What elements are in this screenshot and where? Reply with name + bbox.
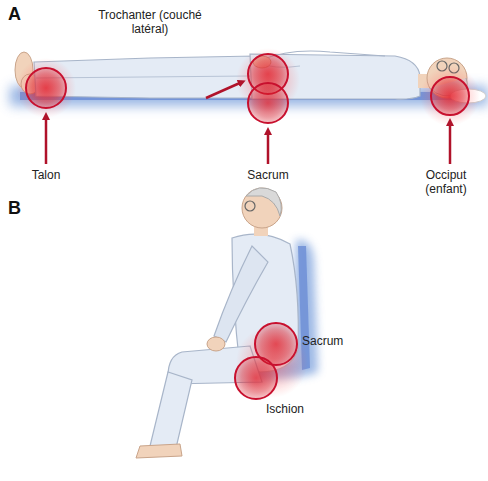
site-label: Talon xyxy=(32,168,61,182)
site-label: Sacrum xyxy=(247,168,288,182)
site-label: Ischion xyxy=(266,402,304,416)
pointer-arrows xyxy=(46,82,450,164)
site-label: Occiput (enfant) xyxy=(410,168,482,197)
site-label: Sacrum xyxy=(302,334,343,348)
site-label: Trochanter (couché latéral) xyxy=(90,8,210,37)
panel-letter: A xyxy=(8,4,21,26)
panel-letter: B xyxy=(8,198,21,220)
pressure-spots-seated xyxy=(235,323,308,399)
seated-patient xyxy=(136,188,298,458)
pressure-spots xyxy=(16,48,480,126)
